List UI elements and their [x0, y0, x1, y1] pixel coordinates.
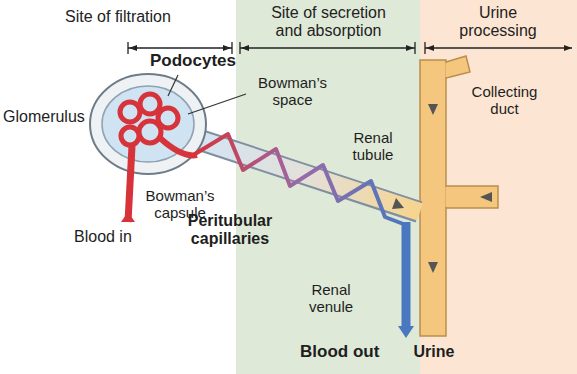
region-heading: Site of secretion and absorption: [256, 4, 401, 39]
part-label: Glomerulus: [3, 108, 89, 126]
part-label: Urine: [408, 343, 460, 361]
leader-line: [168, 75, 178, 96]
region-heading: Urine processing: [438, 4, 558, 39]
part-label: Blood in: [74, 228, 154, 246]
part-label: Blood out: [300, 343, 395, 362]
bowmans-capsule: [90, 74, 206, 174]
renal-venule: [402, 222, 411, 328]
part-label: Renal tubule: [342, 130, 404, 163]
part-label: Renal venule: [300, 282, 362, 315]
leader-line: [188, 94, 246, 114]
part-label: Podocytes: [150, 52, 250, 71]
part-label: Peritubular capillaries: [160, 212, 300, 247]
part-label: Collecting duct: [462, 84, 547, 117]
region-heading: Site of filtration: [28, 8, 208, 26]
blood-out-arrow: [398, 326, 414, 338]
blood-in-arrow: [121, 212, 135, 222]
flow-arrow: [392, 198, 404, 209]
part-label: Bowman’s space: [250, 75, 335, 108]
